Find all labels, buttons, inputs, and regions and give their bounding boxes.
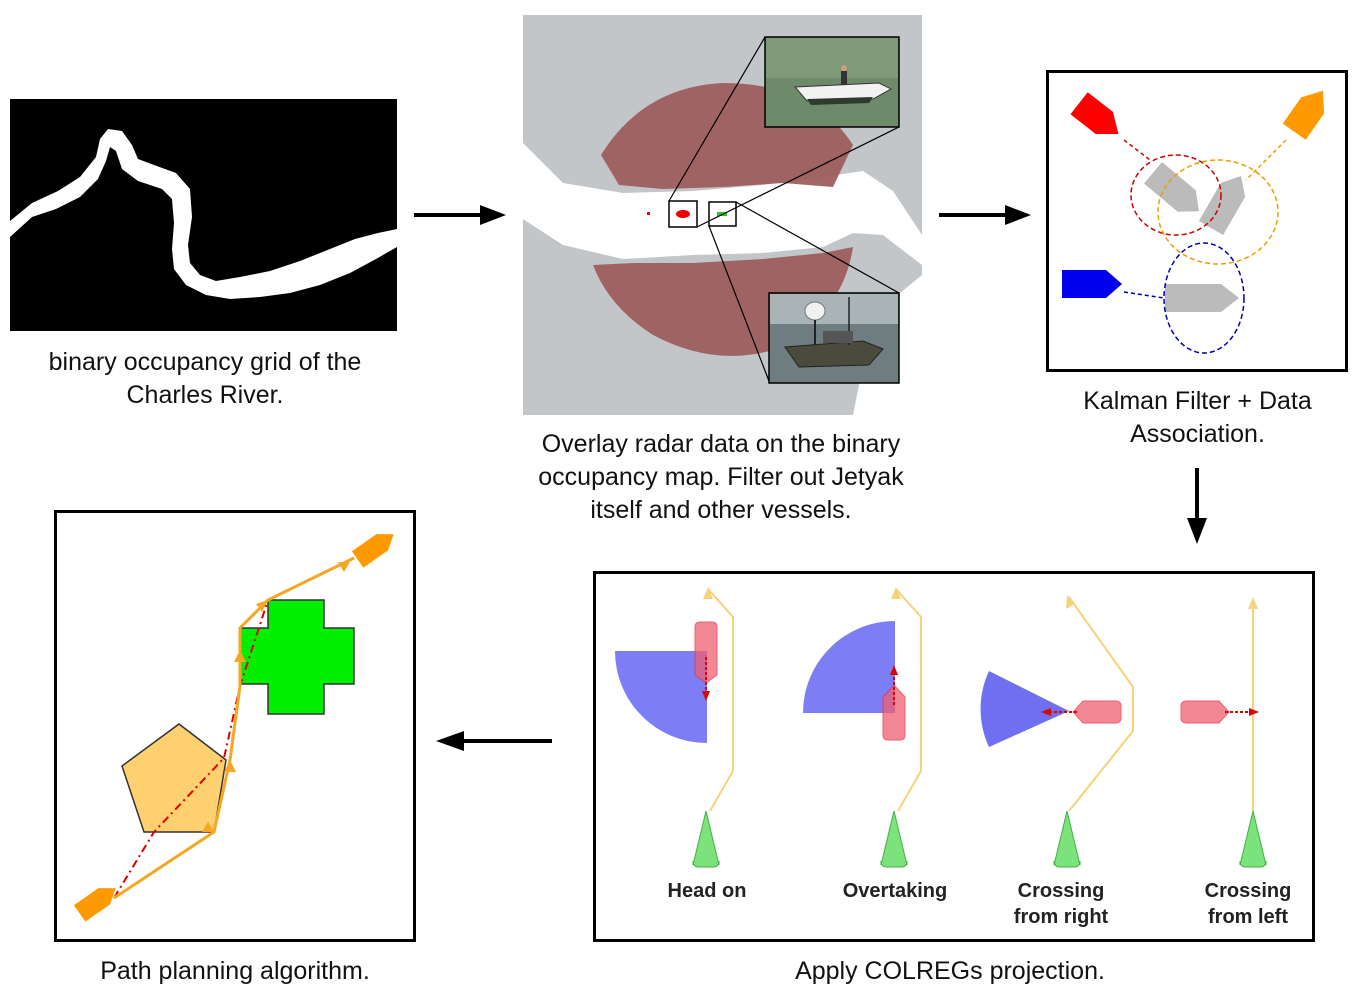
pentagon-obstacle (121, 723, 227, 833)
tracked-vessel-3 (1165, 284, 1239, 312)
blue-detection (1062, 270, 1122, 298)
radar-caption: Overlay radar data on the binary occupan… (538, 430, 904, 524)
flow-arrow-1 (414, 205, 506, 225)
flow-arrow-2 (939, 205, 1031, 225)
river-channel (523, 143, 922, 265)
binary-occupancy-grid (10, 99, 397, 331)
case-overtaking (803, 587, 922, 868)
case-crossing-right (980, 595, 1134, 868)
kalman-filter-diagram (1046, 70, 1348, 372)
label-crossing-left-1: Crossing (1205, 880, 1292, 902)
case-crossing-left (1180, 597, 1267, 868)
jetyak-box (668, 200, 698, 228)
colregs-caption: Apply COLREGs projection. (795, 957, 1105, 985)
flow-arrow-4 (436, 731, 552, 751)
goal-vessel (351, 534, 394, 568)
orange-detection (1282, 90, 1325, 140)
case-head-on (615, 587, 734, 868)
label-crossing-right-1: Crossing (1018, 880, 1105, 902)
motorboat-photo (764, 36, 900, 128)
grid-caption: binary occupancy grid of the Charles Riv… (48, 348, 362, 409)
kalman-caption: Kalman Filter + Data Association. (1083, 387, 1312, 448)
path-caption: Path planning algorithm. (100, 957, 370, 985)
label-crossing-left-2: from left (1208, 906, 1288, 928)
radar-overlay-map (523, 15, 922, 415)
label-head-on: Head on (668, 880, 747, 902)
jetyak-photo (768, 292, 900, 384)
label-crossing-right-2: from right (1014, 906, 1109, 928)
start-vessel (73, 888, 116, 922)
label-overtaking: Overtaking (843, 880, 947, 902)
tracked-vessel-1 (1144, 161, 1199, 212)
path-planning-diagram (54, 510, 416, 942)
colregs-diagram: Head on Overtaking Crossing from right C… (593, 571, 1315, 942)
flow-arrow-3 (1187, 468, 1207, 544)
red-detection (1070, 92, 1119, 135)
vessel-box (708, 201, 737, 227)
